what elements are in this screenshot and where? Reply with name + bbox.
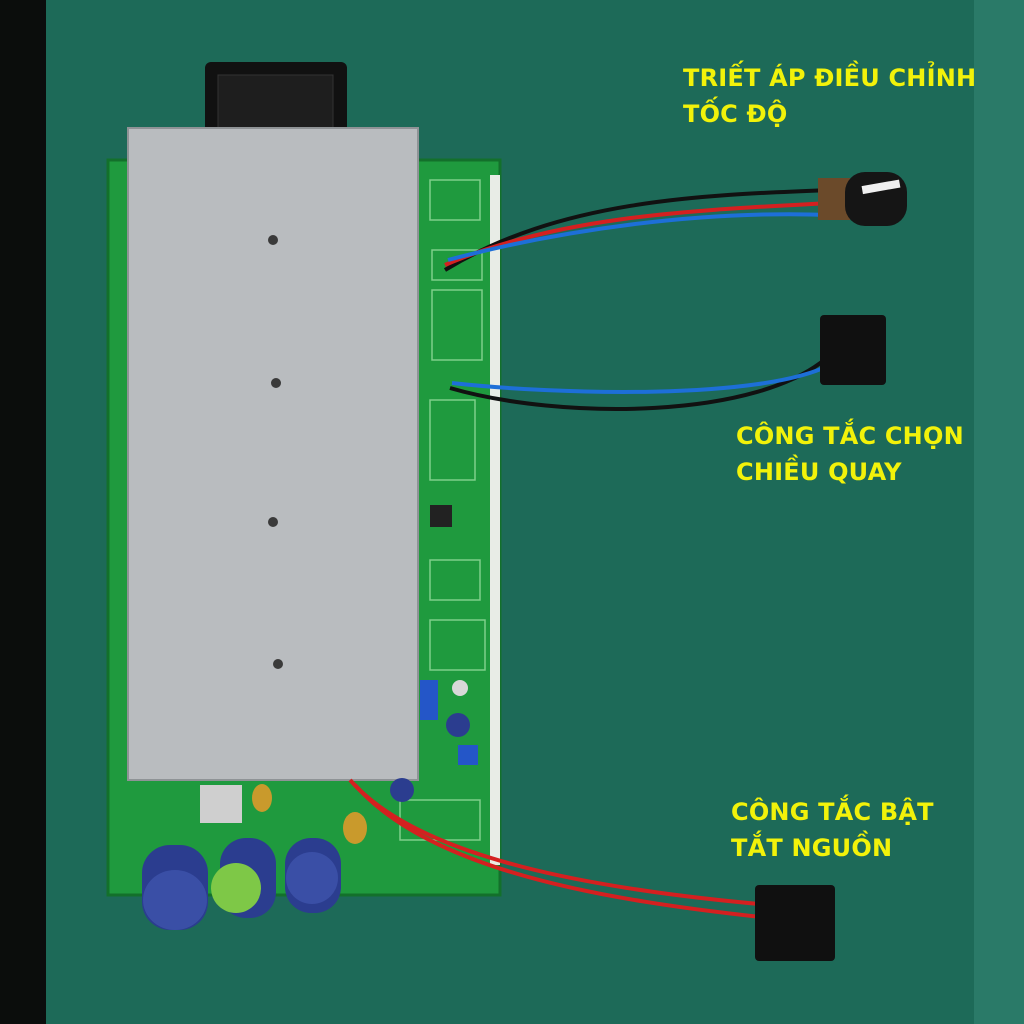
annotation-line: CÔNG TẮC BẬT <box>731 798 934 826</box>
fuse <box>200 785 242 823</box>
annotation-power-switch: CÔNG TẮC BẬT TẮT NGUỒN <box>731 794 934 866</box>
right-edge <box>974 0 1024 1024</box>
annotation-line: CÔNG TẮC CHỌN <box>736 422 964 450</box>
annotation-speed-potentiometer: TRIẾT ÁP ĐIỀU CHỈNH TỐC ĐỘ <box>683 60 976 132</box>
annotation-line: TRIẾT ÁP ĐIỀU CHỈNH <box>683 64 977 92</box>
left-dark-edge <box>0 0 46 1024</box>
annotation-line: TỐC ĐỘ <box>683 100 788 128</box>
capacitors <box>142 838 341 930</box>
trimmer <box>420 680 438 720</box>
heatsink <box>127 127 419 781</box>
ic-chip <box>430 505 452 527</box>
annotation-direction-switch: CÔNG TẮC CHỌN CHIỀU QUAY <box>736 418 964 490</box>
direction-switch <box>820 315 886 385</box>
annotation-line: CHIỀU QUAY <box>736 458 902 486</box>
power-switch <box>755 885 835 961</box>
pcb-edge-strip <box>490 175 500 865</box>
potentiometer <box>818 172 907 226</box>
annotation-line: TẮT NGUỒN <box>731 834 893 862</box>
wires <box>348 188 832 920</box>
heatsink-holes <box>268 235 283 669</box>
